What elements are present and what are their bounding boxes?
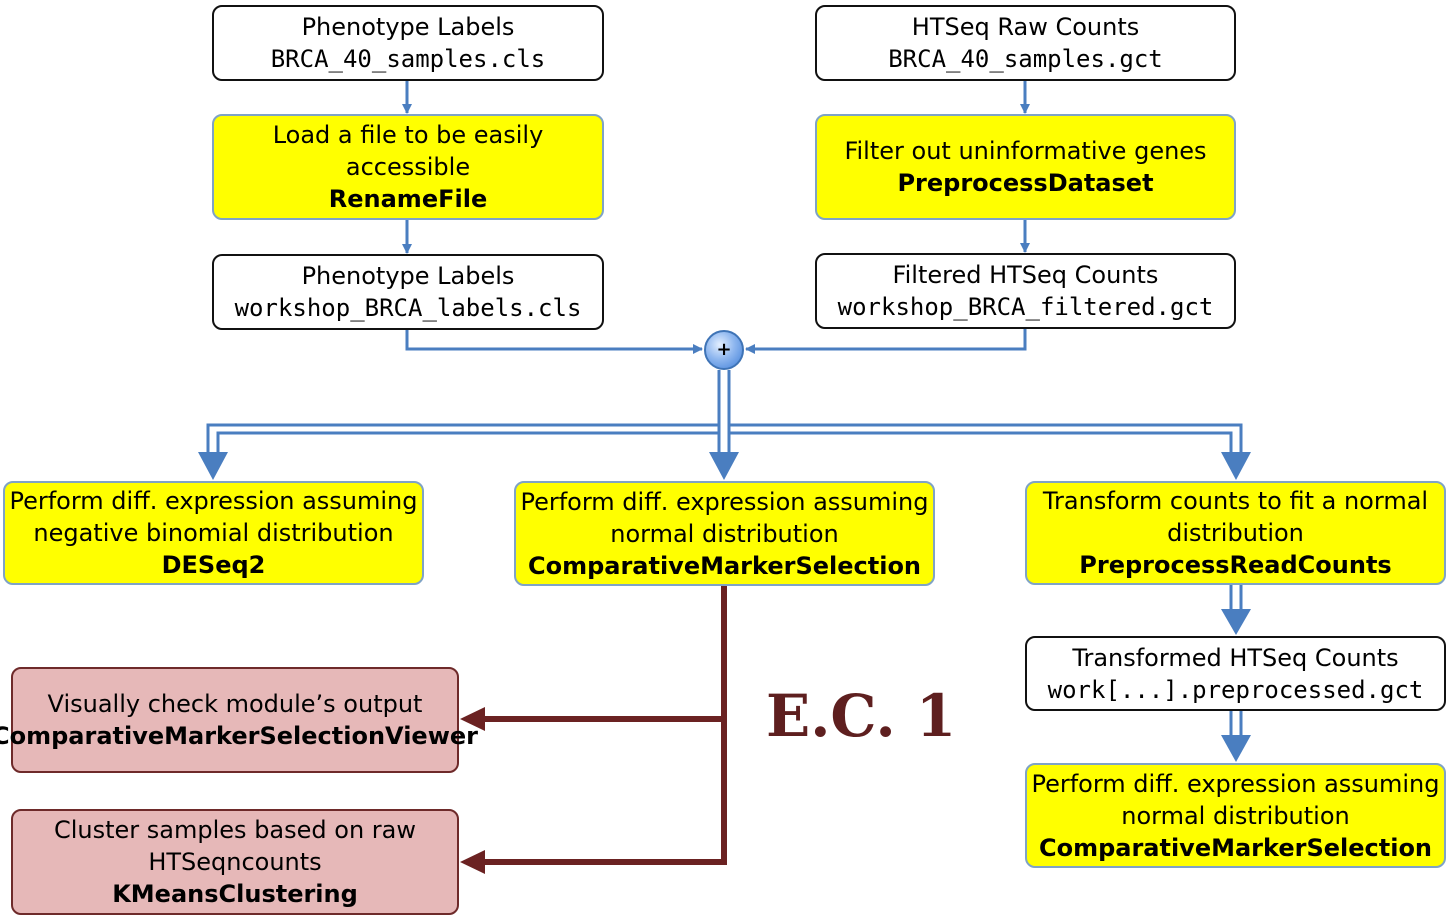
node-module-name: DESeq2 <box>161 551 266 579</box>
deseq2-module-node: Perform diff. expression assuming negati… <box>3 481 424 585</box>
node-description: Cluster samples based on raw <box>53 816 416 844</box>
node-description: accessible <box>345 153 471 181</box>
node-module-name: ComparativeMarkerSelectionViewer <box>0 722 478 750</box>
node-module-name: ComparativeMarkerSelection <box>1038 833 1433 862</box>
phenotype-labels-output-node: Phenotype Labels workshop_BRCA_labels.cl… <box>212 254 604 330</box>
node-module-name: ComparativeMarkerSelection <box>527 551 922 580</box>
htseq-raw-counts-node: HTSeq Raw Counts BRCA_40_samples.gct <box>815 5 1236 81</box>
double-arrow-merge-to-deseq <box>198 423 719 480</box>
preprocess-dataset-module-node: Filter out uninformative genes Preproces… <box>815 114 1236 220</box>
filtered-htseq-counts-node: Filtered HTSeq Counts workshop_BRCA_filt… <box>815 253 1236 329</box>
node-description: HTSeqncounts <box>148 848 322 876</box>
merge-symbol: + <box>716 339 732 360</box>
transformed-htseq-counts-node: Transformed HTSeq Counts work[...].prepr… <box>1025 636 1446 711</box>
node-description: normal distribution <box>1121 801 1350 830</box>
node-description: Perform diff. expression assuming <box>520 487 929 516</box>
arrow-labels-to-merge <box>405 329 703 354</box>
node-module-name: KMeansClustering <box>112 880 358 908</box>
node-description: distribution <box>1167 519 1304 547</box>
double-arrow-transformed-to-cms2 <box>1221 711 1251 762</box>
preprocess-read-counts-module-node: Transform counts to fit a normal distrib… <box>1025 481 1446 585</box>
node-description: Load a file to be easily <box>272 121 544 149</box>
merge-plus-icon: + <box>704 330 744 370</box>
arrow-cms-to-viewer <box>460 586 727 731</box>
double-arrow-readcounts-to-transformed <box>1221 585 1251 635</box>
node-module-name: PreprocessDataset <box>897 169 1154 197</box>
node-module-name: PreprocessReadCounts <box>1079 551 1392 579</box>
arrow-filtered-to-merge <box>745 329 1027 354</box>
node-filename: BRCA_40_samples.gct <box>888 45 1163 73</box>
exercise-label: E.C. 1 <box>766 682 957 750</box>
node-filename: workshop_BRCA_filtered.gct <box>837 293 1214 321</box>
node-module-name: RenameFile <box>328 185 488 213</box>
node-description: Filter out uninformative genes <box>844 137 1207 165</box>
node-filename: workshop_BRCA_labels.cls <box>234 294 582 322</box>
rename-file-module-node: Load a file to be easily accessible Rena… <box>212 114 604 220</box>
node-description: Visually check module’s output <box>47 690 423 718</box>
comparative-marker-selection-module-node-2: Perform diff. expression assuming normal… <box>1025 763 1446 868</box>
node-description: Perform diff. expression assuming <box>9 487 418 515</box>
kmeans-clustering-node: Cluster samples based on raw HTSeqncount… <box>11 809 459 915</box>
node-title: Phenotype Labels <box>301 262 515 290</box>
node-description: negative binomial distribution <box>33 519 394 547</box>
double-arrow-merge-to-readcounts <box>729 423 1251 480</box>
node-description: Perform diff. expression assuming <box>1031 769 1440 798</box>
node-title: Transformed HTSeq Counts <box>1072 643 1399 672</box>
node-description: Transform counts to fit a normal <box>1042 487 1429 515</box>
phenotype-labels-input-node: Phenotype Labels BRCA_40_samples.cls <box>212 5 604 81</box>
comparative-marker-selection-module-node: Perform diff. expression assuming normal… <box>514 481 935 586</box>
marker-selection-viewer-node: Visually check module’s output Comparati… <box>0 667 478 773</box>
node-title: Phenotype Labels <box>301 13 515 41</box>
node-title: Filtered HTSeq Counts <box>892 261 1159 289</box>
node-filename: work[...].preprocessed.gct <box>1047 675 1424 704</box>
arrow-cms-to-kmeans <box>460 716 727 874</box>
double-arrow-merge-to-cms <box>709 370 739 480</box>
node-description: normal distribution <box>610 519 839 548</box>
node-filename: BRCA_40_samples.cls <box>270 45 546 73</box>
node-title: HTSeq Raw Counts <box>911 13 1140 41</box>
